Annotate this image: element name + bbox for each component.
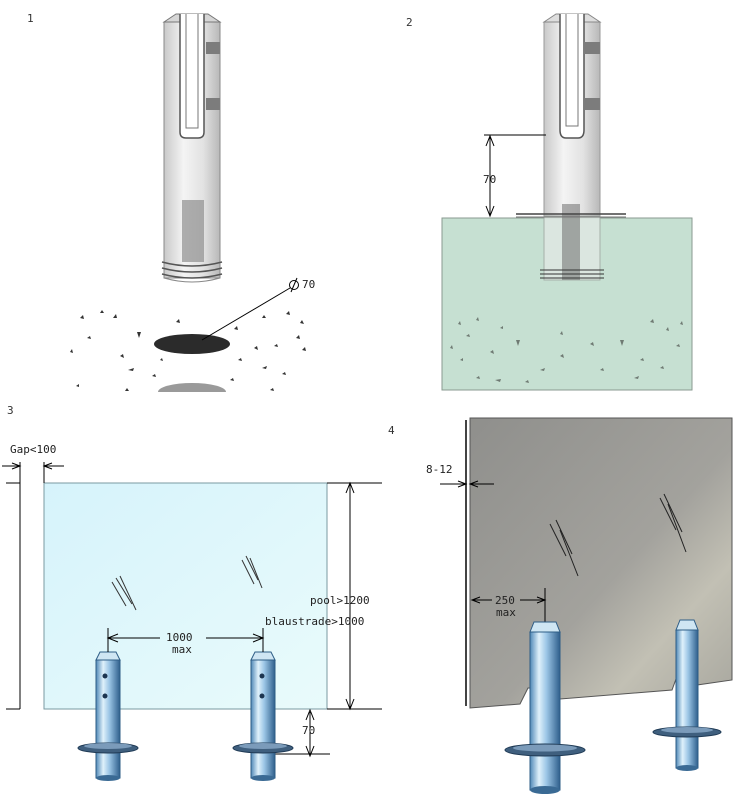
panel-1-debris [70, 310, 306, 391]
panel-4-post-front [504, 621, 586, 794]
panel-1-diameter-label: 70 [302, 278, 316, 291]
panel-1-drilled-hole [150, 334, 240, 404]
panel-4-glass-reflection [549, 493, 687, 577]
panel-4-number: 4 [388, 424, 395, 437]
panel-3-post-right [232, 651, 294, 781]
panel-2-post [516, 13, 626, 281]
panel-3-height-dimension [327, 481, 382, 711]
panel-3-embed-label: 70 [302, 724, 316, 737]
panel-4-edge-dimension [470, 588, 547, 622]
panel-2-depth-dimension [484, 134, 546, 218]
panel-3-embed-dimension [272, 708, 330, 758]
panel-4-post-back [652, 619, 722, 771]
panel-4-clearance-dimension [440, 480, 494, 488]
panel-1-post [161, 13, 223, 283]
panel-3-pool-label: pool>1200 [310, 594, 370, 607]
panel-3-gap-dimension [2, 462, 64, 483]
panel-1-leader-line [201, 287, 291, 341]
panel-3-gap-label: Gap<100 [10, 443, 57, 456]
panel-3-balustrade-label: blaustrade>1000 [265, 615, 365, 628]
panel-3-post-left [77, 651, 139, 781]
panel-2-number: 2 [406, 16, 413, 29]
panel-4-edge-label: 250 [495, 594, 515, 607]
panel-3-spacing-label: 1000 [166, 631, 193, 644]
panel-4-clearance-label: 8-12 [426, 463, 453, 476]
panel-3-glass [43, 482, 328, 710]
diameter-symbol-icon [289, 277, 299, 293]
panel-3-number: 3 [7, 404, 14, 417]
panel-3-glass-reflection [111, 555, 263, 611]
panel-4-edge-sub-label: max [496, 606, 516, 619]
panel-3-spacing-sub-label: max [172, 643, 192, 656]
panel-2-depth-label: 70 [483, 173, 497, 186]
panel-3-spacing-dimension [106, 628, 265, 652]
panel-1-number: 1 [27, 12, 34, 25]
